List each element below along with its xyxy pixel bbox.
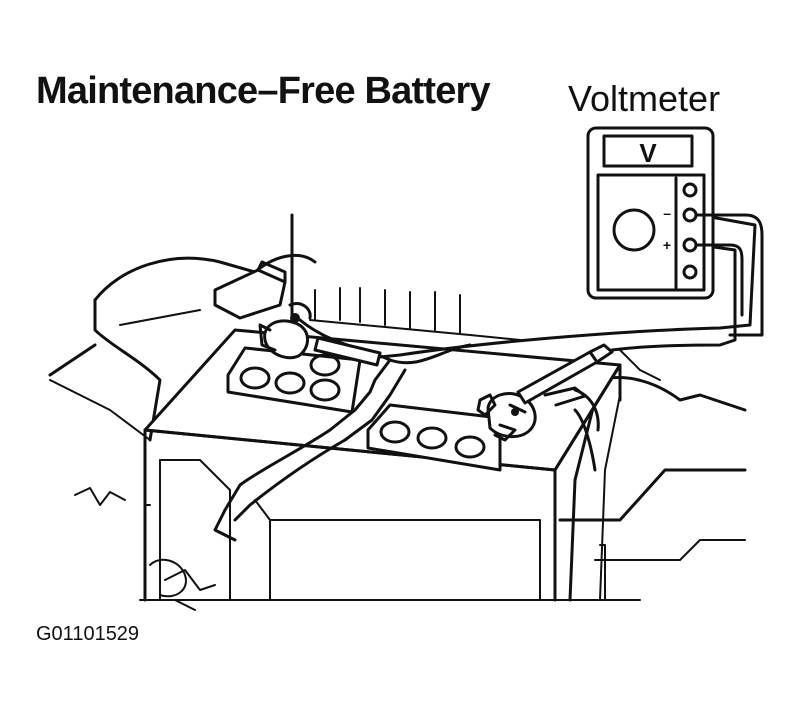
voltmeter-dial: [612, 208, 656, 252]
figure-code: G01101529: [36, 623, 140, 645]
vent-cap-strip-left: [226, 346, 362, 414]
negative-battery-terminal: [213, 260, 312, 360]
negative-symbol: –: [663, 205, 671, 221]
test-leads: [313, 213, 757, 405]
voltmeter-label: Voltmeter: [568, 78, 721, 119]
positive-symbol: +: [663, 237, 671, 253]
vent-cap-strip-right: [366, 403, 502, 472]
voltmeter: V – +: [586, 126, 764, 337]
battery-cables: [213, 318, 597, 542]
diagram-title: Maintenance–Free Battery: [36, 70, 491, 112]
positive-battery-terminal: [476, 386, 600, 442]
voltmeter-display-unit: V: [639, 138, 657, 168]
